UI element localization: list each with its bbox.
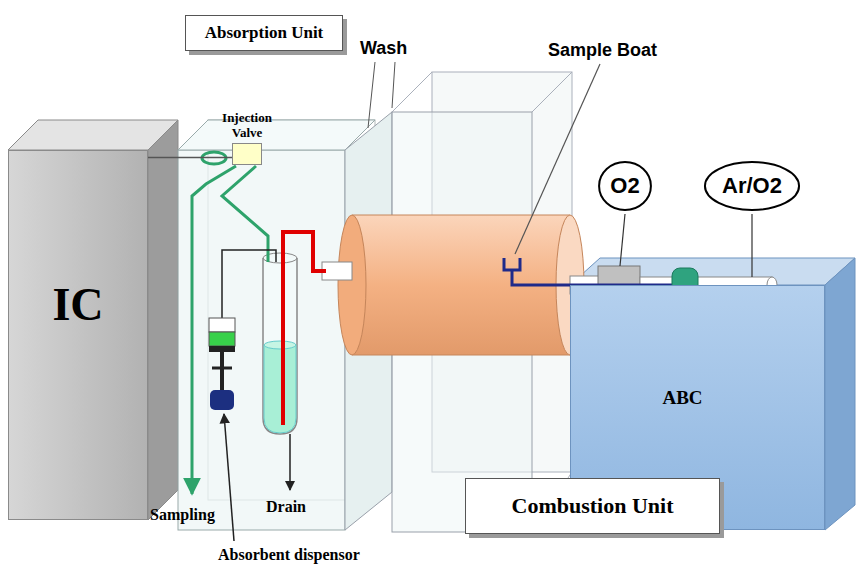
- text-holder: Combustion Unit: [512, 493, 674, 518]
- drain-line: [289, 434, 291, 490]
- syringe-motor: [210, 390, 234, 410]
- text-holder: Ar/O2: [722, 173, 782, 198]
- part-label: Sample Boat: [548, 40, 657, 60]
- leader-line: [392, 62, 395, 108]
- section-title-box: Combustion Unit: [465, 478, 720, 534]
- absorption-tube: [263, 258, 297, 434]
- leader-line: [515, 64, 600, 254]
- sampling-line: [222, 166, 268, 262]
- node-text: Absorption Unit: [205, 23, 324, 43]
- sample-boat: [504, 258, 520, 270]
- label-holder: Drain: [266, 498, 306, 516]
- syringe-liquid: [209, 332, 235, 346]
- node-text: IC: [52, 279, 103, 332]
- housing-edge: [392, 72, 432, 112]
- text-holder: Absorption Unit: [205, 23, 324, 43]
- flow-label: Sampling: [150, 506, 215, 523]
- node-text: ABC: [662, 387, 702, 409]
- node-text: O2: [610, 173, 639, 198]
- flow-label: Drain: [266, 498, 306, 515]
- section-title-box: Absorption Unit: [185, 15, 343, 51]
- label-holder: Sample Boat: [548, 40, 657, 61]
- connector-line: [148, 157, 232, 159]
- label-holder: Absorbent dispensor: [218, 546, 360, 564]
- injection-valve: Injection Valve: [232, 143, 262, 165]
- text-holder: Injection Valve: [207, 111, 287, 141]
- node-text: Combustion Unit: [512, 493, 674, 518]
- housing-edge: [532, 72, 572, 112]
- absorption-front-face: [178, 150, 345, 530]
- gas-inlet-ellipse: Ar/O2: [703, 160, 801, 212]
- absorbent-liquid: [264, 345, 296, 433]
- leader-line: [620, 214, 625, 266]
- text-holder: O2: [610, 173, 639, 198]
- label-holder: Wash: [360, 38, 407, 59]
- absorption-top-face: [178, 120, 375, 150]
- leader-line: [368, 62, 375, 128]
- node-text: Injection Valve: [207, 111, 287, 141]
- boat-rod: [512, 270, 690, 285]
- gas-line: [281, 232, 285, 425]
- sampling-line: [192, 166, 236, 494]
- text-holder: ABC: [662, 387, 702, 409]
- syringe-rod: [220, 352, 224, 392]
- ic-instrument: IC: [8, 150, 148, 520]
- liquid-surface: [264, 341, 296, 349]
- ellipse-shape: [599, 162, 651, 210]
- part-label: Wash: [360, 38, 407, 58]
- furnace-end: [338, 215, 366, 355]
- ic-side-face: [148, 120, 178, 520]
- gas-inlet-ellipse: O2: [598, 160, 652, 212]
- leader-arrow: [224, 414, 234, 541]
- syringe-barrel: [209, 318, 235, 332]
- outlet-tube: [322, 262, 352, 280]
- abc-side-face: [825, 258, 855, 530]
- label-holder: Sampling: [150, 506, 215, 524]
- text-holder: IC: [52, 279, 103, 332]
- dispenser-line: [222, 250, 276, 318]
- ellipse-shape: [705, 162, 799, 210]
- part-label: Absorbent dispensor: [218, 546, 360, 563]
- node-text: Ar/O2: [722, 173, 782, 198]
- leader-line: [751, 214, 752, 277]
- syringe-bar: [212, 367, 232, 370]
- syringe-plunger: [209, 346, 235, 352]
